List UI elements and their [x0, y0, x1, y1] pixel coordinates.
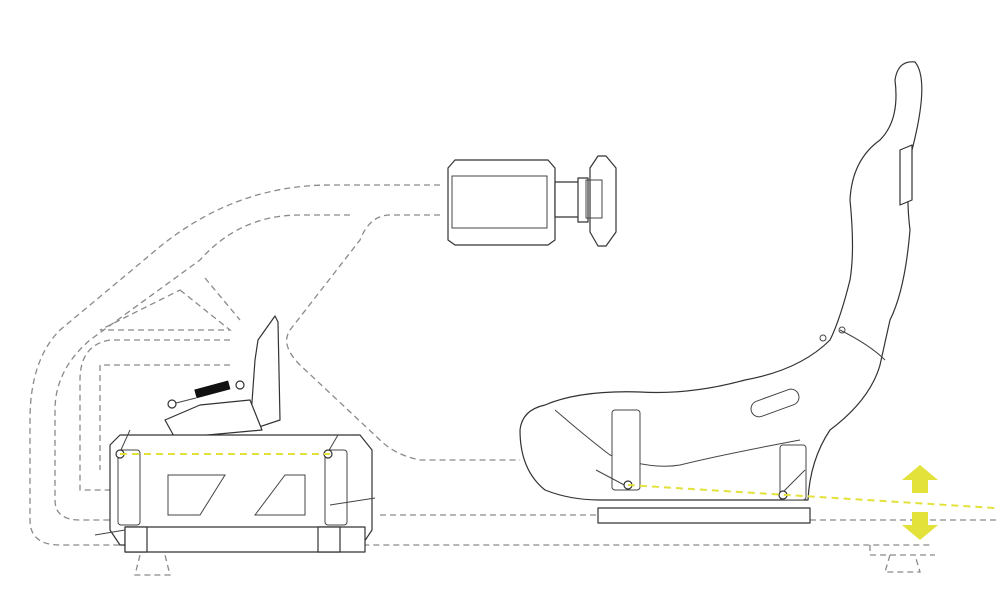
- cockpit-frame-outline: [29, 184, 1000, 576]
- pedal-slider-plate: [94, 429, 376, 553]
- racing-seat: [519, 61, 923, 524]
- height-adjust-up-arrow-icon: [902, 465, 938, 493]
- height-adjust-down-arrow-icon: [902, 512, 938, 540]
- seat-level-guide: [627, 484, 996, 509]
- pedal-set: [164, 315, 281, 439]
- wheel-base: [447, 159, 589, 246]
- steering-wheel: [585, 155, 617, 247]
